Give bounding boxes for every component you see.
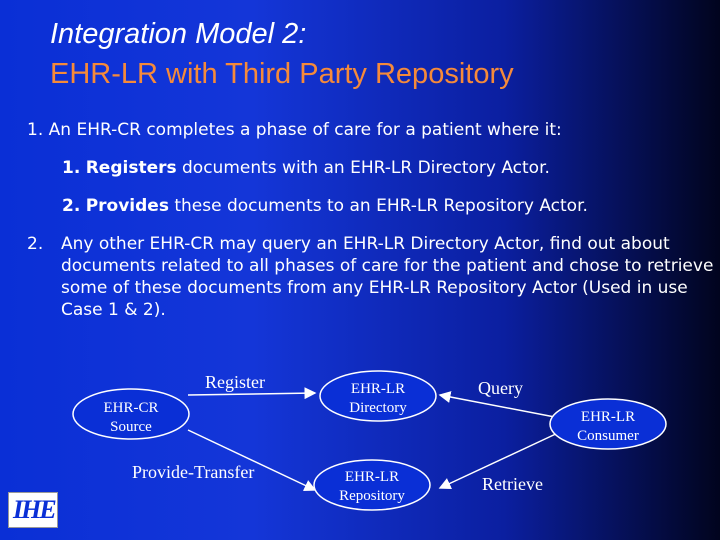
repository-label-1: EHR-LR [345, 469, 399, 485]
consumer-label-1: EHR-LR [581, 409, 635, 425]
bullet-1b: 2. Provides these documents to an EHR-LR… [62, 195, 588, 217]
source-label-1: EHR-CR [103, 400, 158, 416]
consumer-label-2: Consumer [577, 428, 639, 444]
bullet-1: 1. An EHR-CR completes a phase of care f… [27, 119, 562, 141]
bullet-1b-number: 2. [62, 196, 81, 216]
bullet-2-number: 2. [27, 234, 44, 254]
register-label: Register [205, 372, 265, 392]
source-label-2: Source [110, 419, 152, 435]
ihe-logo-text: IHE [13, 495, 57, 524]
node-ehr-lr-repository [313, 459, 431, 511]
bullet-1b-text: these documents to an EHR-LR Repository … [168, 196, 588, 216]
query-label: Query [478, 378, 523, 398]
retrieve-arrow [438, 431, 561, 489]
bullet-1b-bold: Provides [85, 196, 169, 216]
node-ehr-lr-consumer [549, 398, 667, 450]
bullet-2-text: Any other EHR-CR may query an EHR-LR Dir… [61, 234, 714, 320]
bullet-1a-bold: Registers [85, 158, 177, 178]
provide-transfer-label: Provide-Transfer [132, 462, 255, 482]
bullet-1-number: 1. [27, 120, 44, 140]
retrieve-label: Retrieve [482, 474, 543, 494]
ihe-logo: IHE [8, 492, 58, 528]
slide-title-line1: Integration Model 2: [50, 18, 307, 50]
directory-label-2: Directory [349, 400, 407, 416]
node-ehr-lr-directory [319, 370, 437, 422]
provide-arrow [187, 429, 317, 491]
bullet-1a-text: documents with an EHR-LR Directory Actor… [176, 158, 550, 178]
directory-label-1: EHR-LR [351, 381, 405, 397]
slide-title-line2: EHR-LR with Third Party Repository [50, 58, 514, 90]
repository-label-2: Repository [339, 488, 405, 504]
query-arrow [438, 391, 561, 419]
bullet-1-text: An EHR-CR completes a phase of care for … [48, 120, 562, 140]
register-arrow [187, 387, 317, 400]
bullet-1a: 1. Registers documents with an EHR-LR Di… [62, 157, 550, 179]
node-ehr-cr-source [72, 388, 190, 440]
bullet-2: 2. Any other EHR-CR may query an EHR-LR … [27, 233, 717, 321]
bullet-1a-number: 1. [62, 158, 81, 178]
